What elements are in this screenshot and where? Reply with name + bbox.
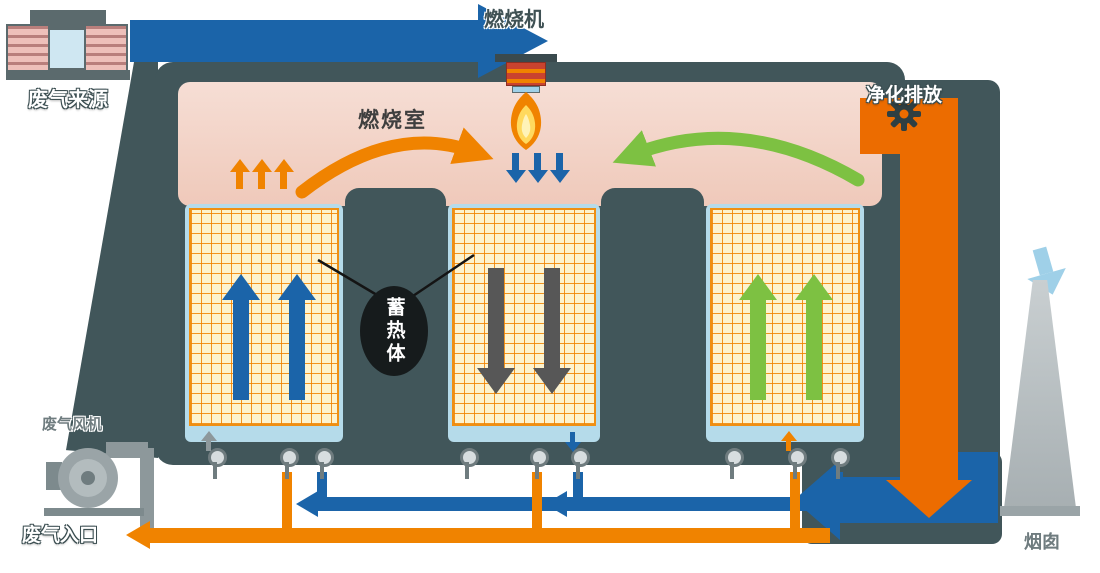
waste-gas-stub [532,472,542,530]
clean-gas-pipe [316,497,845,511]
gas-down-arrow [556,153,563,170]
heat-media-label: 蓄热体 [383,296,405,366]
waste-gas-stub [790,472,800,530]
burner-icon [495,54,557,154]
tower2-down-arrow [488,268,504,368]
hot-exhaust-arrow-vertical [900,98,958,482]
valve-icon [830,448,850,480]
tower1-up-arrow [233,300,249,400]
cooled-gas-arrow [1032,246,1054,276]
hot-gas-up-arrow [258,172,265,189]
valve-icon [570,448,590,480]
fan-label: 废气风机 [42,416,103,433]
clean-gas-stub [317,472,327,499]
heat-tower-3 [706,204,864,442]
heat-tower-2 [448,204,600,442]
flame-icon [510,92,542,150]
tower1-up-arrow [289,300,305,400]
machine-top-pipes [30,10,106,28]
valve-icon [529,448,549,480]
inlet-funnel-duct [66,62,158,458]
waste-gas-source-icon [6,8,130,82]
valve-icon [724,448,744,480]
valve-icon [279,448,299,480]
machine-coil-left [6,24,50,72]
fan-icon [44,442,148,516]
waste-gas-stub [282,472,292,530]
hot-exhaust-arrowhead [886,480,972,518]
tower3-up-arrow [806,300,822,400]
purified-exhaust-label: 净化排放 [866,85,943,106]
ceramic-media-grid-3 [710,208,860,426]
inlet-flow-tiny-arrow [786,441,791,451]
hot-gas-up-arrow [280,172,287,189]
valve-icon [459,448,479,480]
chimney-base [1000,506,1080,516]
gas-down-arrow [534,153,541,170]
inlet-flow-tiny-arrow [206,441,211,451]
clean-gas-stub [573,472,583,499]
tower-divider-2 [601,188,704,465]
outlet-flow-tiny-arrow [570,432,575,442]
burner-flange [495,54,557,62]
chimney-icon [1004,280,1076,508]
waste-gas-source-label: 废气来源 [28,89,108,111]
valve-icon [207,448,227,480]
heat-tower-1 [185,204,343,442]
machine-base [6,70,130,80]
gas-down-arrow [512,153,519,170]
valve-icon [314,448,334,480]
waste-gas-pipe [148,528,830,543]
hot-gas-up-arrow [236,172,243,189]
combustion-chamber-label: 燃烧室 [358,109,427,132]
tower2-down-arrow [544,268,560,368]
burner-label: 燃烧机 [484,9,544,31]
machine-coil-right [84,24,128,72]
ceramic-media-grid-1 [189,208,339,426]
ceramic-media-grid-2 [452,208,596,426]
waste-gas-inlet-label: 废气入口 [22,525,99,546]
valve-icon [787,448,807,480]
heat-media-callout: 蓄热体 [360,286,428,376]
gear-icon [887,97,921,131]
machine-center-box [48,28,88,70]
tower3-up-arrow [750,300,766,400]
clean-gas-pipe-arrowhead [545,491,567,517]
chimney-label: 烟囱 [1024,532,1060,552]
clean-gas-pipe-arrowhead [296,491,318,517]
waste-gas-flow-arrow [130,20,478,62]
clean-gas-stub [833,472,843,499]
burner-body [506,62,546,86]
waste-gas-pipe-arrowhead [126,521,150,549]
